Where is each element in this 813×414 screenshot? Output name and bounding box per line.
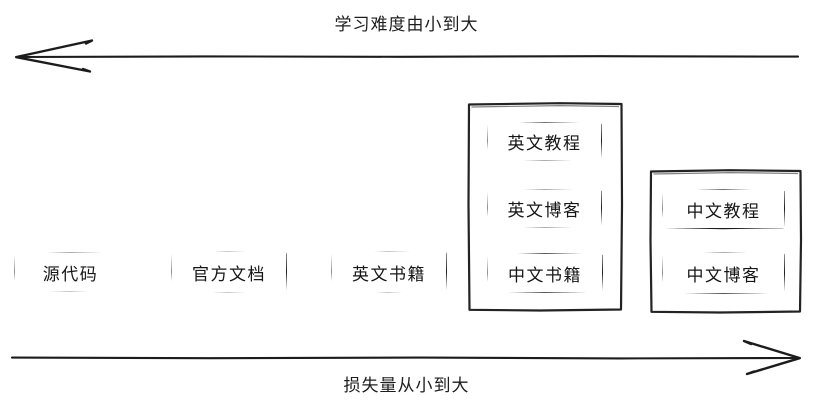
node-chinese-books[interactable]: 中文书籍	[488, 254, 602, 292]
node-english-blogs-label: 英文博客	[507, 201, 582, 220]
node-english-tutorials[interactable]: 英文教程	[488, 123, 601, 160]
node-english-blogs[interactable]: 英文博客	[488, 190, 601, 227]
difficulty-axis-arrow	[14, 39, 800, 73]
node-english-books-label: 英文书籍	[352, 264, 426, 284]
node-source-code[interactable]: 源代码	[15, 253, 126, 291]
node-official-docs[interactable]: 官方文档	[172, 252, 286, 292]
node-chinese-tutorials-label: 中文教程	[686, 201, 761, 221]
node-chinese-tutorials[interactable]: 中文教程	[663, 190, 784, 228]
node-source-code-label: 源代码	[42, 264, 99, 284]
node-english-tutorials-label: 英文教程	[507, 134, 582, 153]
node-official-docs-label: 官方文档	[192, 264, 266, 284]
group-box-chinese[interactable]	[649, 169, 803, 314]
node-chinese-blogs-label: 中文博客	[686, 265, 761, 285]
node-english-books[interactable]: 英文书籍	[332, 252, 446, 292]
loss-axis-label: 损失量从小到大	[343, 376, 470, 395]
group-box-english[interactable]	[467, 102, 624, 312]
node-chinese-blogs[interactable]: 中文博客	[663, 253, 784, 293]
node-chinese-books-label: 中文书籍	[508, 265, 582, 285]
loss-axis-arrow	[10, 339, 802, 376]
difficulty-axis-label: 学习难度由小到大	[334, 15, 479, 34]
